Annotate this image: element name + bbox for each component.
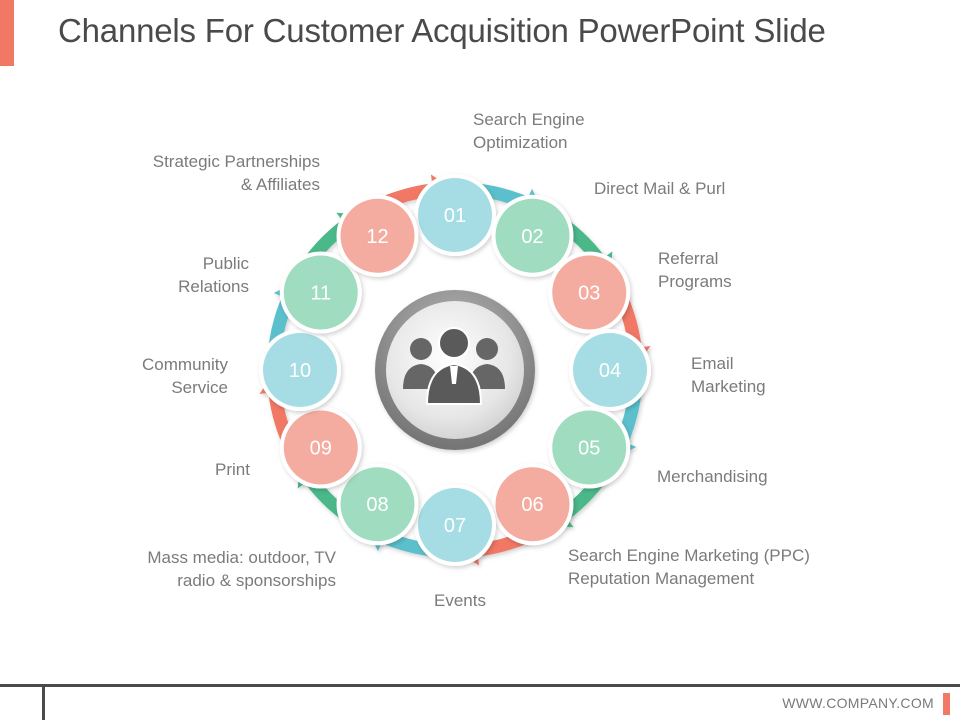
step-node-circle (495, 198, 570, 273)
step-node-02: 02 (491, 194, 574, 277)
step-number: 09 (310, 438, 332, 460)
step-number: 06 (521, 494, 543, 516)
step-label-01: Search Engine Optimization (473, 110, 585, 152)
step-node-01: 01 (414, 174, 496, 256)
step-label-09: Print (215, 460, 250, 479)
step-node-08: 08 (336, 463, 419, 546)
step-node-circle (495, 467, 570, 542)
step-number: 11 (310, 283, 331, 305)
footer-tick (42, 684, 45, 720)
step-number: 04 (599, 360, 621, 382)
step-label-12: Strategic Partnerships & Affiliates (152, 152, 320, 194)
step-label-03: Referral Programs (658, 249, 732, 291)
step-node-03: 03 (548, 251, 631, 334)
step-node-05: 05 (548, 406, 631, 489)
step-node-circle (418, 488, 492, 562)
people-group-icon (403, 327, 505, 405)
footer-url: WWW.COMPANY.COM (782, 695, 934, 711)
step-node-circle (283, 255, 358, 330)
step-label-06: Search Engine Marketing (PPC) Reputation… (568, 546, 810, 588)
step-number: 08 (366, 494, 388, 516)
step-label-04: Email Marketing (691, 354, 766, 396)
step-number: 12 (366, 226, 388, 248)
step-node-circle (283, 410, 358, 485)
step-label-08: Mass media: outdoor, TV radio & sponsors… (147, 548, 336, 590)
step-node-circle (340, 198, 415, 273)
step-node-circle (552, 410, 627, 485)
step-label-02: Direct Mail & Purl (594, 179, 726, 198)
step-node-04: 04 (569, 329, 651, 411)
step-node-circle (573, 333, 647, 407)
step-node-06: 06 (491, 463, 574, 546)
step-number: 01 (444, 205, 466, 227)
step-number: 03 (578, 283, 600, 305)
step-label-05: Merchandising (657, 467, 768, 486)
step-number: 10 (289, 360, 311, 382)
footer-line (0, 684, 960, 687)
step-node-10: 10 (259, 329, 341, 411)
step-node-circle (418, 178, 492, 252)
step-node-12: 12 (336, 194, 419, 277)
step-node-circle (552, 255, 627, 330)
step-number: 07 (444, 515, 466, 537)
step-node-circle (340, 467, 415, 542)
step-number: 05 (578, 438, 600, 460)
step-node-11: 11 (279, 251, 362, 334)
step-node-circle (263, 333, 337, 407)
step-node-07: 07 (414, 484, 496, 566)
slide-title: Channels For Customer Acquisition PowerP… (58, 12, 826, 49)
step-label-10: Community Service (142, 355, 228, 397)
step-number: 02 (521, 226, 543, 248)
step-label-07: Events (434, 591, 486, 610)
footer-accent-bar (943, 693, 950, 715)
center-hub (375, 290, 535, 450)
step-node-09: 09 (279, 406, 362, 489)
title-accent-bar (0, 0, 14, 66)
step-label-11: Public Relations (178, 254, 249, 296)
